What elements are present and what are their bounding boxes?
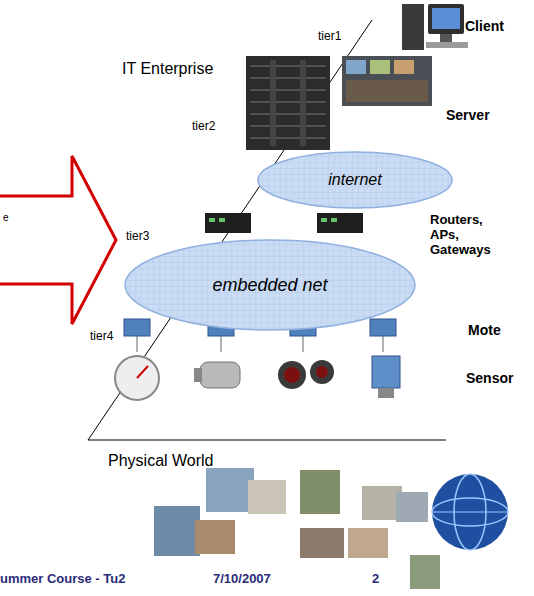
tier-edge [88, 20, 372, 440]
network-label: internet [328, 171, 381, 189]
diagram-label: Sensor [466, 370, 513, 386]
client-computer [402, 4, 468, 50]
network-ellipse: internet [256, 150, 454, 210]
tier-base [88, 440, 446, 441]
red-arrow [0, 156, 116, 324]
diagram-label: tier3 [126, 230, 149, 244]
diagram-label: Physical World [108, 452, 214, 470]
diagram-label: 7/10/2007 [213, 572, 271, 587]
diagram-label: Mote [468, 322, 501, 338]
sensor [115, 356, 400, 400]
server-rack [246, 56, 330, 150]
diagram-label: tier1 [318, 30, 341, 44]
photo-collage [154, 468, 440, 589]
diagram-label: 2 [372, 572, 379, 587]
diagram-label: Client [465, 18, 504, 34]
diagram-label: Server [446, 107, 490, 123]
control-room-photo [342, 56, 432, 106]
globe [432, 474, 508, 550]
mote-wire [137, 336, 383, 352]
router [205, 213, 363, 233]
diagram-label: ummer Course - Tu2 [0, 572, 125, 587]
diagram-label: tier2 [192, 120, 215, 134]
network-ellipse: embedded net [123, 238, 417, 332]
network-label: embedded net [212, 275, 327, 296]
diagram-label: e [3, 212, 9, 224]
diagram-label: Routers, APs, Gateways [430, 213, 506, 258]
diagram-label: IT Enterprise [122, 60, 213, 78]
diagram-label: tier4 [90, 330, 113, 344]
